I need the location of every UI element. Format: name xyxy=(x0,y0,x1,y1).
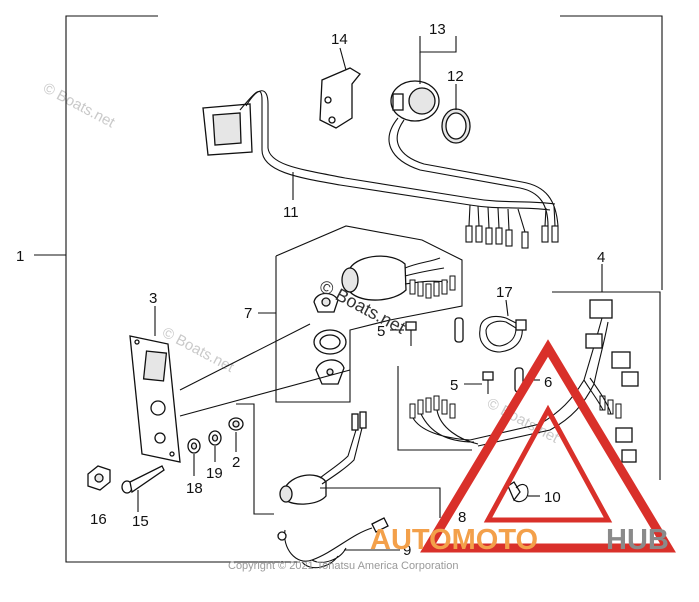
callout-11: 11 xyxy=(283,204,299,221)
callout-13: 13 xyxy=(429,21,446,38)
callout-9: 9 xyxy=(403,542,411,559)
logo-inner-triangle xyxy=(483,404,613,523)
logo-triangle xyxy=(420,339,676,553)
part-7-main-switch xyxy=(313,255,456,385)
part-14-bracket xyxy=(319,47,361,129)
part-15-screw xyxy=(121,465,165,512)
callout-5: 5 xyxy=(377,323,385,340)
callout-2: 2 xyxy=(232,454,240,471)
part-9-lanyard xyxy=(277,517,400,569)
callout-3: 3 xyxy=(149,290,157,307)
callout-15: 15 xyxy=(132,513,149,530)
callout-17: 17 xyxy=(496,284,513,301)
callout-8: 8 xyxy=(458,509,466,526)
part-4-harness xyxy=(409,299,639,463)
leader-8 xyxy=(320,487,441,518)
leader-14 xyxy=(339,47,347,71)
bracket-13 xyxy=(419,36,457,53)
group-outline-harness-left xyxy=(397,366,472,451)
part-17-clamp xyxy=(479,299,527,353)
part-6-sleeve-a xyxy=(454,317,464,343)
part-10-clip xyxy=(507,481,540,503)
frame-8 xyxy=(236,403,274,515)
leader-3-switch xyxy=(179,323,311,391)
leader-3-switch-2 xyxy=(179,369,351,417)
callout-10: 10 xyxy=(544,489,561,506)
part-3-panel xyxy=(129,306,181,463)
callout-16: 16 xyxy=(90,511,107,528)
copyright-text: Copyright © 2021 Tohatsu America Corpora… xyxy=(228,560,458,572)
group-outline-7 xyxy=(275,225,463,403)
watermark-text: © Boats.net xyxy=(482,0,560,4)
part-16-nut xyxy=(87,465,111,491)
logo-text-hub: HUB xyxy=(606,524,669,556)
part-5-terminal xyxy=(390,321,417,346)
part-12-cap xyxy=(441,108,471,144)
part-13-buzzer xyxy=(388,80,559,227)
part-2-nut xyxy=(228,417,244,452)
callout-5b: 5 xyxy=(450,377,458,394)
automotohub-logo: AUTOMOTO HUB xyxy=(370,339,676,556)
callout-labels: 1 2 3 4 5 5 6 7 8 9 10 11 12 13 14 15 16… xyxy=(16,21,605,559)
logo-text-automoto: AUTOMOTO xyxy=(370,524,538,556)
part-11-harness xyxy=(202,90,559,249)
part-5-terminal-b xyxy=(464,371,494,394)
callout-1: 1 xyxy=(16,248,24,265)
part-8-stop-switch xyxy=(279,411,441,518)
callout-12: 12 xyxy=(447,68,464,85)
part-19-washer xyxy=(208,430,222,462)
assembly-frame xyxy=(65,15,300,563)
callout-14: 14 xyxy=(331,31,348,48)
callout-6: 6 xyxy=(544,374,552,391)
callout-4: 4 xyxy=(597,249,605,266)
callout-7: 7 xyxy=(244,305,252,322)
watermark-text: © Boats.net xyxy=(40,79,118,131)
assembly-frame-right xyxy=(560,15,663,290)
part-18-washer xyxy=(187,438,201,476)
callout-18: 18 xyxy=(186,480,203,497)
leader-17 xyxy=(505,299,509,317)
group-outline-4 xyxy=(552,291,661,480)
callout-19: 19 xyxy=(206,465,223,482)
